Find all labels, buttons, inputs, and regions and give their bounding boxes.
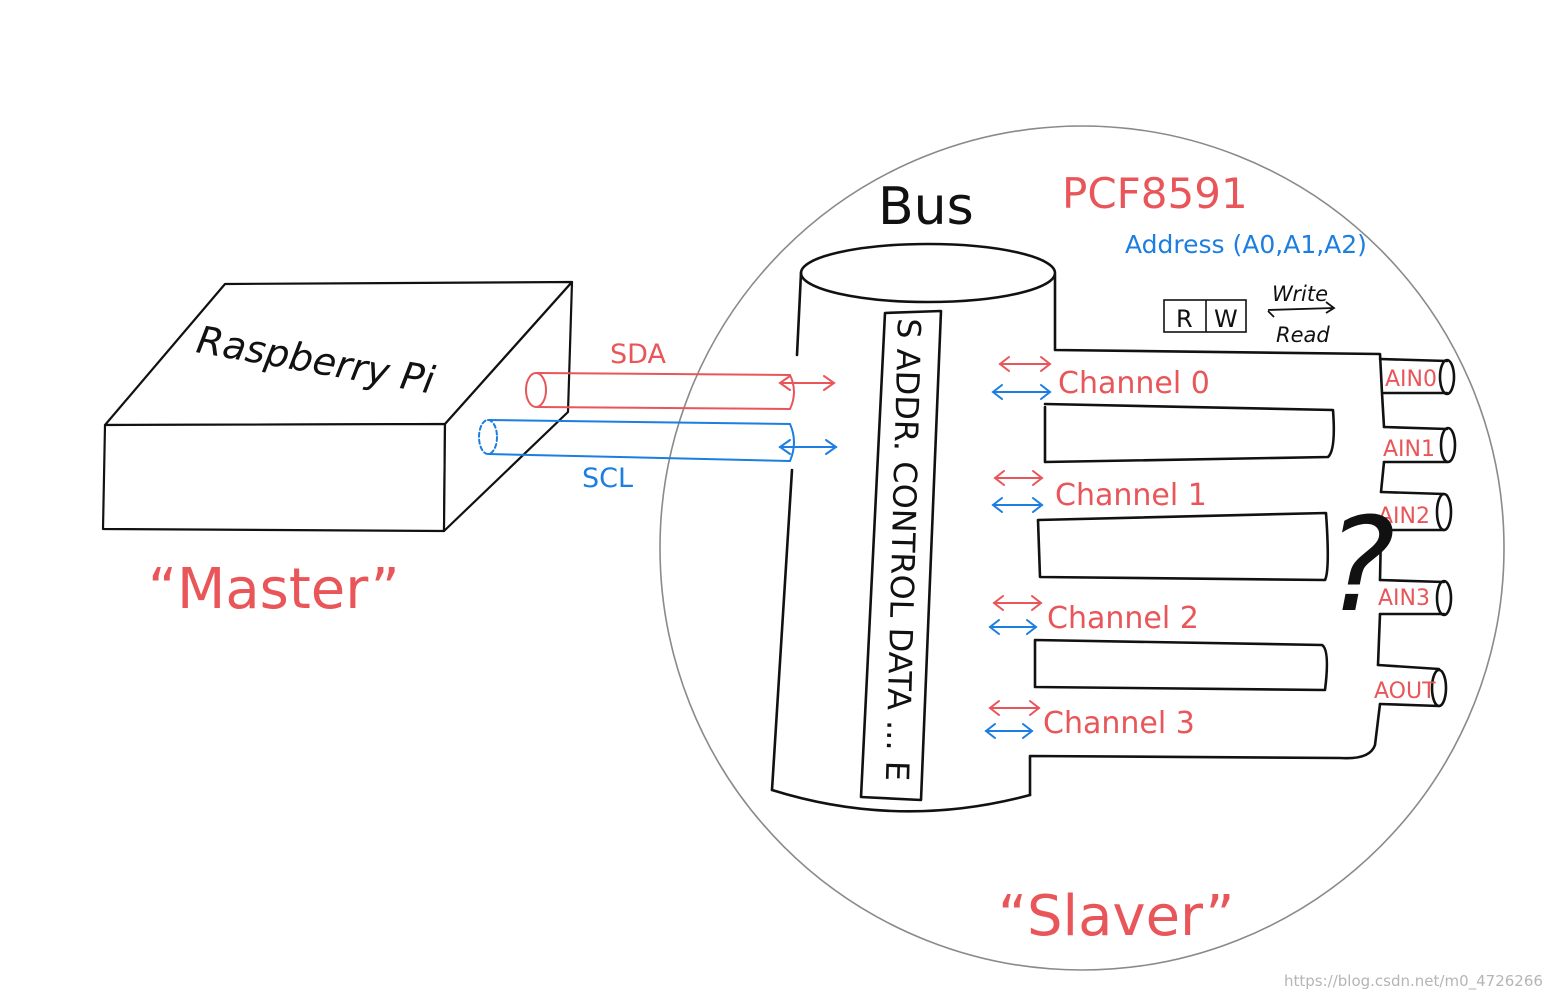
channel-2-arrows <box>988 595 1043 635</box>
chip-name: PCF8591 <box>1062 169 1248 218</box>
scl-wire <box>478 419 795 462</box>
rw-box <box>1163 299 1247 333</box>
pin-ain0 <box>1378 357 1456 396</box>
bus-cylinder <box>770 242 1057 813</box>
pin-label-aout: AOUT <box>1374 679 1436 704</box>
read-label: Read <box>1276 323 1330 347</box>
pin-label-ain3: AIN3 <box>1378 586 1430 611</box>
channel-label-3: Channel 3 <box>1043 706 1195 741</box>
slave-boundary-circle <box>659 125 1505 971</box>
scl-bidirectional-arrow <box>778 439 838 455</box>
slave-label: “Slaver” <box>998 884 1234 949</box>
scl-label: SCL <box>582 463 633 494</box>
channel-slot-1 <box>1036 511 1330 582</box>
pin-aout <box>1376 663 1448 708</box>
channel-0-arrows <box>991 356 1052 400</box>
unknown-question-mark: ? <box>1326 489 1395 641</box>
channel-label-0: Channel 0 <box>1058 366 1210 401</box>
watermark: https://blog.csdn.net/m0_47262669 <box>1284 972 1542 991</box>
channel-label-1: Channel 1 <box>1055 478 1207 513</box>
pcf8591-chip-body <box>1028 273 1386 797</box>
channel-label-2: Channel 2 <box>1047 601 1199 636</box>
bus-title: Bus <box>878 177 974 237</box>
channel-3-arrows <box>984 700 1041 739</box>
rw-r-label: R <box>1176 305 1193 333</box>
pin-ain3 <box>1378 578 1453 617</box>
channel-1-arrows <box>991 470 1044 513</box>
channel-slot-2 <box>1033 638 1329 692</box>
sda-label: SDA <box>610 339 666 370</box>
pin-ain2 <box>1379 490 1453 532</box>
sda-wire <box>525 372 795 410</box>
pin-label-ain1: AIN1 <box>1383 437 1435 462</box>
sda-bidirectional-arrow <box>778 375 836 391</box>
pin-label-ain0: AIN0 <box>1385 367 1437 392</box>
rw-w-label: W <box>1214 305 1238 333</box>
write-label: Write <box>1272 282 1328 306</box>
bus-frame-strip <box>859 309 943 802</box>
raspberry-pi-box <box>101 280 574 533</box>
chip-address-label: Address (A0,A1,A2) <box>1125 230 1367 259</box>
master-label: “Master” <box>148 557 400 622</box>
write-read-arrow <box>1267 301 1336 318</box>
pin-label-ain2: AIN2 <box>1378 504 1430 529</box>
pin-ain1 <box>1382 425 1457 464</box>
channel-slot-0 <box>1043 402 1336 464</box>
